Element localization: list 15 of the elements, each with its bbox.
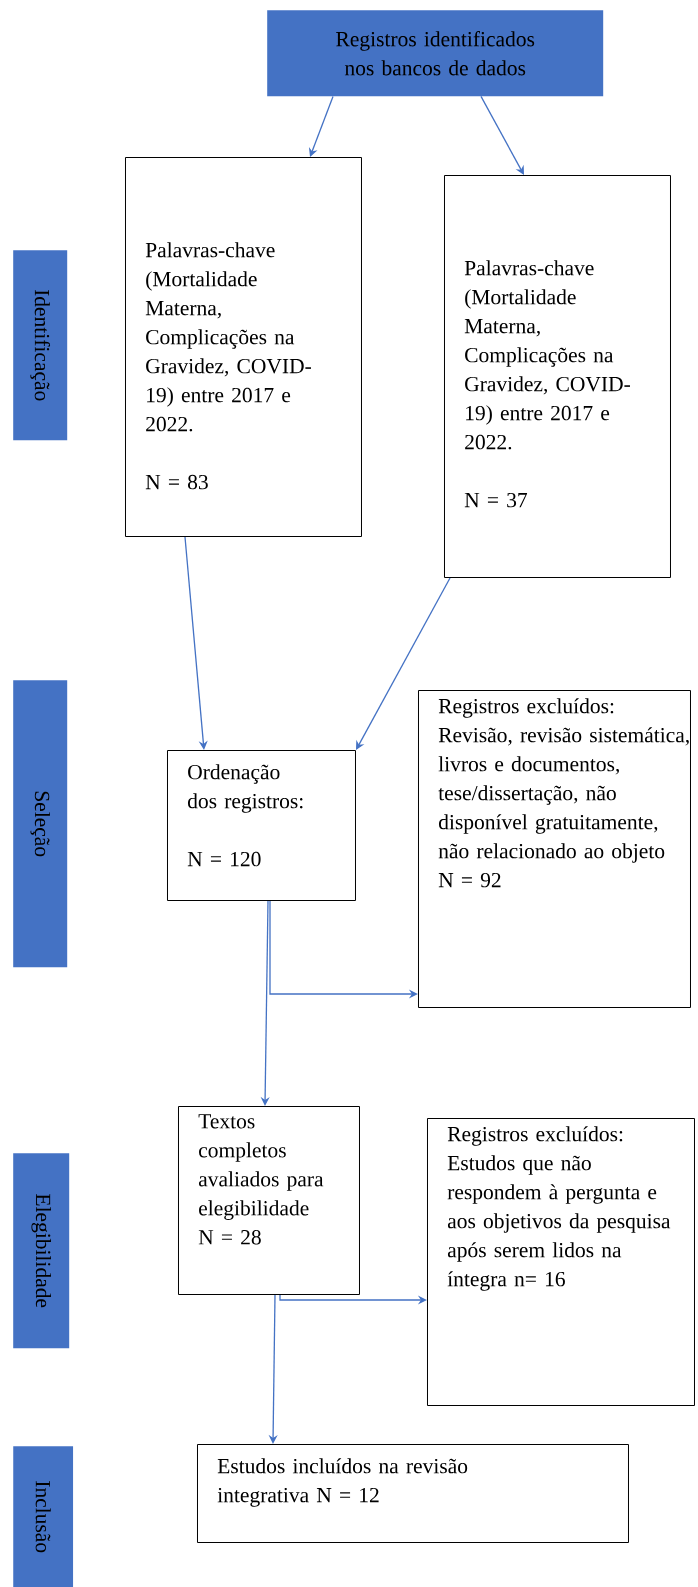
arrow (184, 536, 208, 750)
text-box: Palavras-chave (Mortalidade Materna, Complicações na Gravidez, COVID-19) entre 2017 e 2022. N = 83 (125, 157, 362, 537)
text-box: Palavras-chave (Mortalidade Materna, Complicações na Gravidez, COVID-19) entre 2017 e 2022. N = 37 (444, 175, 671, 578)
header-box: Registros identificados nos bancos de dados (267, 10, 604, 97)
arrow (356, 577, 451, 750)
text-box: Registros excluídos: Revisão, revisão sistemática, livros e documentos, tese/dissertação, não disponível gratuitamente, não relacionado ao objeto N = 92 (418, 690, 691, 1008)
stage-band: Elegibilidade (13, 1153, 70, 1349)
text-box: Estudos incluídos na revisão integrativa N = 12 (197, 1444, 629, 1543)
text-box: Ordenação dos registros: N = 120 (167, 750, 356, 901)
stage-band: Seleção (13, 680, 68, 968)
arrow (480, 95, 524, 175)
text-box: Textos completos avaliados para elegibilidade N = 28 (178, 1106, 360, 1295)
stage-band: Identificação (13, 250, 68, 441)
stage-band: Inclusão (13, 1446, 74, 1587)
text-box: Registros excluídos: Estudos que não respondem à pergunta e aos objetivos da pesquisa após serem lidos na íntegra n= 16 (427, 1118, 695, 1406)
